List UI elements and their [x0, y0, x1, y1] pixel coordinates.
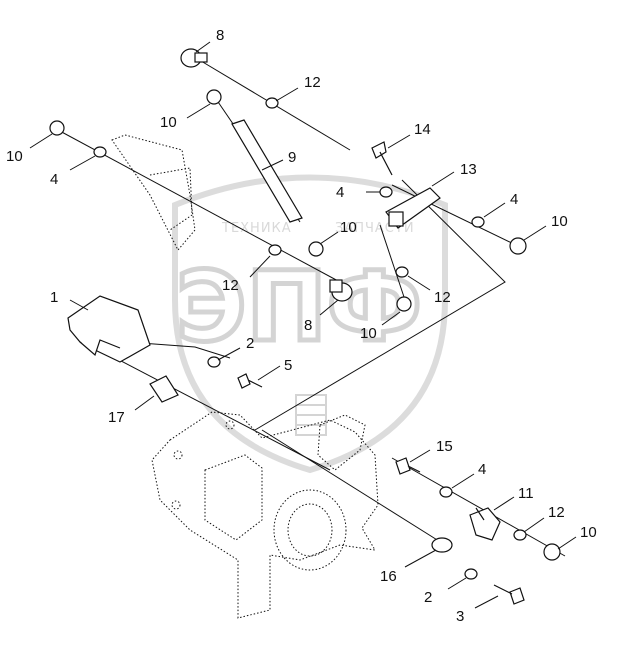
bolt — [371, 141, 393, 176]
part-clip — [431, 537, 453, 553]
nut — [396, 296, 412, 312]
part-bracket — [385, 187, 441, 229]
washer — [379, 186, 393, 198]
callout-4: 4 — [478, 461, 486, 478]
part-rod-end-bottom — [329, 279, 353, 302]
washer — [93, 146, 107, 158]
callout-9: 9 — [288, 149, 296, 166]
washer — [464, 568, 478, 580]
callout-10: 10 — [360, 325, 377, 342]
nut — [49, 120, 65, 136]
watermark: ТЕХНИКА ЗАПЧАСТИ ЭПФ — [172, 174, 448, 474]
watermark-brand-left: ТЕХНИКА — [221, 221, 292, 236]
nuts — [49, 89, 561, 561]
callout-12: 12 — [304, 74, 321, 91]
callout-12: 12 — [222, 277, 239, 294]
washers — [93, 97, 527, 580]
callout-16: 16 — [380, 568, 397, 585]
part-rod-end-top — [180, 48, 208, 68]
bolt — [493, 584, 525, 605]
washer — [439, 486, 453, 498]
callout-4: 4 — [510, 191, 518, 208]
bolt — [395, 457, 421, 475]
nut — [206, 89, 222, 105]
bolts — [237, 141, 525, 605]
watermark-tower — [295, 394, 327, 436]
washer — [265, 97, 279, 109]
callout-12: 12 — [434, 289, 451, 306]
washer — [471, 216, 485, 228]
leader-lines — [29, 41, 577, 609]
callout-10: 10 — [551, 213, 568, 230]
callout-10: 10 — [580, 524, 597, 541]
callout-12: 12 — [548, 504, 565, 521]
callout-10: 10 — [6, 148, 23, 165]
callout-4: 4 — [336, 184, 344, 201]
callout-1: 1 — [50, 289, 58, 306]
part-rod — [231, 119, 303, 223]
frame-dotted-outline — [111, 134, 379, 619]
nut — [543, 543, 561, 561]
part-sleeve — [149, 375, 179, 403]
callout-15: 15 — [436, 438, 453, 455]
washer — [268, 244, 282, 256]
callout-13: 13 — [460, 161, 477, 178]
nut — [308, 241, 324, 257]
washer — [513, 529, 527, 541]
callout-5: 5 — [284, 357, 292, 374]
callout-2: 2 — [246, 335, 254, 352]
nut — [509, 237, 527, 255]
watermark-logo: ЭПФ — [176, 251, 422, 363]
washer — [207, 356, 221, 368]
watermark-shield — [172, 174, 448, 474]
callout-8: 8 — [216, 27, 224, 44]
callout-8: 8 — [304, 317, 312, 334]
bolt — [237, 373, 263, 389]
callout-11: 11 — [518, 485, 534, 502]
callout-3: 3 — [456, 608, 464, 625]
callout-4: 4 — [50, 171, 58, 188]
callout-10: 10 — [160, 114, 177, 131]
callout-14: 14 — [414, 121, 431, 138]
callout-17: 17 — [108, 409, 125, 426]
callouts: 8 12 10 10 4 9 14 13 4 4 10 10 12 12 8 1… — [6, 27, 597, 625]
washer — [395, 266, 409, 278]
callout-2: 2 — [424, 589, 432, 606]
part-clamp — [469, 507, 501, 541]
callout-10: 10 — [340, 219, 357, 236]
part-cover — [67, 295, 151, 363]
